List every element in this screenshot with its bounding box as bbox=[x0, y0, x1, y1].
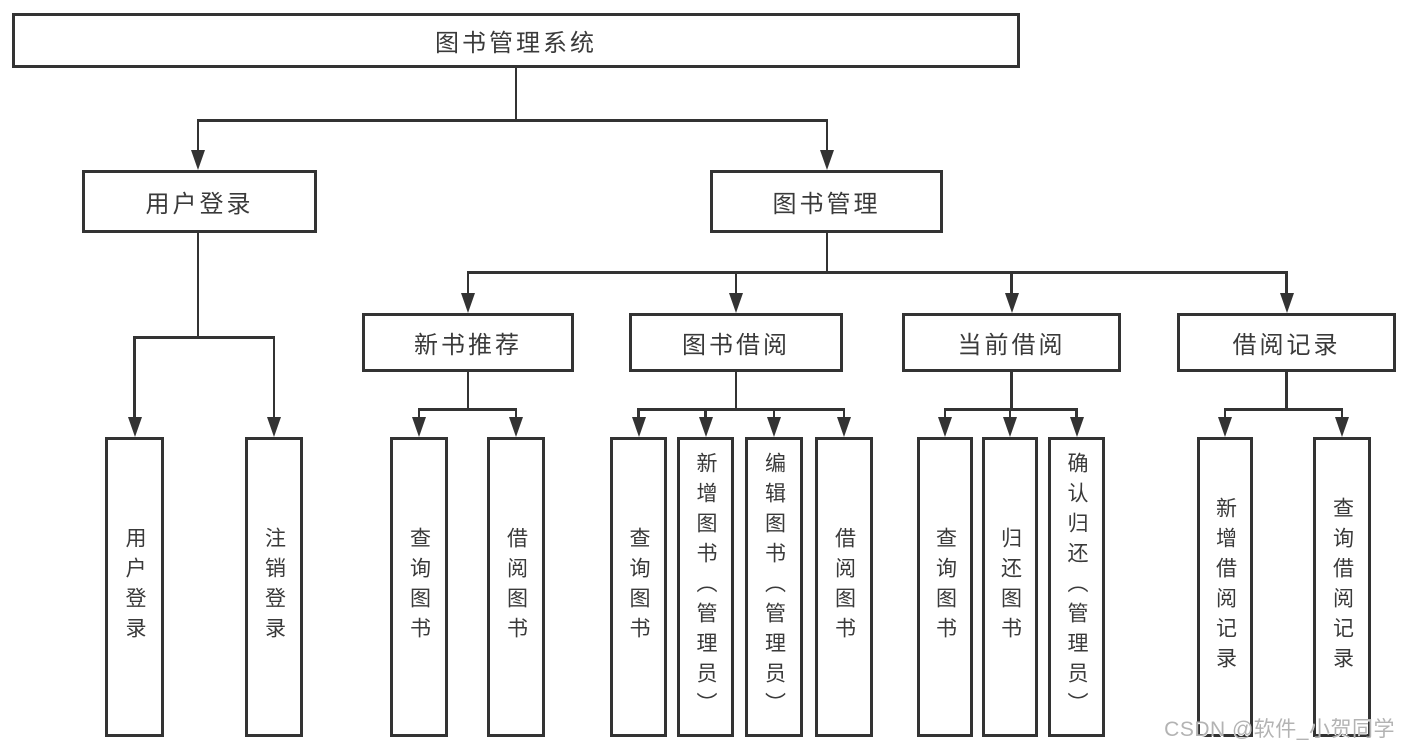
node-label: 注销登录 bbox=[262, 527, 286, 647]
connector bbox=[1285, 271, 1288, 297]
node-label: 归还图书 bbox=[998, 527, 1022, 647]
connector bbox=[514, 408, 518, 422]
arrowhead-down-icon bbox=[1004, 293, 1019, 313]
node-label: 查询借阅记录 bbox=[1330, 497, 1354, 677]
arrowhead-down-icon bbox=[837, 417, 851, 437]
arrowhead-down-icon bbox=[461, 293, 475, 313]
connector bbox=[196, 233, 200, 338]
node-label: 用户登录 bbox=[145, 191, 254, 218]
arrowhead-down-icon bbox=[1003, 417, 1017, 437]
leaf-query-books-current: 查询图书 bbox=[917, 437, 973, 737]
node-label: 编辑图书（管理员） bbox=[762, 452, 786, 722]
connector bbox=[637, 408, 640, 422]
arrowhead-down-icon bbox=[631, 417, 646, 437]
connector bbox=[734, 372, 738, 410]
connector bbox=[704, 408, 707, 422]
connector bbox=[466, 271, 1288, 274]
node-label: 新增图书（管理员） bbox=[694, 452, 717, 722]
node-label: 当前借阅 bbox=[957, 332, 1066, 359]
arrowhead-down-icon bbox=[1279, 293, 1294, 313]
node-label: 查询图书 bbox=[407, 527, 431, 647]
node-new-book-recommendation: 新书推荐 bbox=[362, 313, 574, 372]
connector bbox=[825, 233, 829, 273]
arrowhead-down-icon bbox=[767, 417, 781, 437]
leaf-query-books-borrow: 查询图书 bbox=[610, 437, 667, 737]
arrowhead-down-icon bbox=[509, 417, 523, 437]
node-label: 借阅记录 bbox=[1232, 332, 1341, 359]
node-label: 图书管理 bbox=[772, 191, 881, 218]
connector bbox=[1008, 408, 1012, 422]
arrowhead-down-icon bbox=[191, 150, 205, 170]
connector bbox=[943, 408, 947, 422]
connector bbox=[133, 336, 136, 420]
connector bbox=[842, 408, 846, 422]
node-label: 图书管理系统 bbox=[435, 30, 597, 57]
leaf-user-login: 用户登录 bbox=[105, 437, 164, 737]
csdn-watermark: CSDN @软件_小贺同学 bbox=[1164, 718, 1395, 741]
connector bbox=[196, 119, 200, 153]
connector bbox=[772, 408, 776, 422]
node-book-borrowing: 图书借阅 bbox=[629, 313, 843, 372]
node-label: 查询图书 bbox=[933, 527, 957, 647]
connector bbox=[133, 336, 276, 339]
connector bbox=[825, 119, 829, 153]
leaf-return-books: 归还图书 bbox=[982, 437, 1038, 737]
connector bbox=[466, 271, 470, 297]
node-label: 新增借阅记录 bbox=[1213, 497, 1237, 677]
leaf-logout: 注销登录 bbox=[245, 437, 303, 737]
connector bbox=[466, 372, 470, 410]
node-label: 查询图书 bbox=[627, 527, 650, 647]
arrowhead-down-icon bbox=[698, 417, 713, 437]
connector bbox=[514, 67, 518, 121]
connector bbox=[637, 408, 846, 411]
node-borrowing-records: 借阅记录 bbox=[1177, 313, 1396, 372]
arrowhead-down-icon bbox=[729, 293, 743, 313]
node-book-management: 图书管理 bbox=[710, 170, 943, 233]
connector bbox=[272, 336, 276, 420]
node-label: 确认归还（管理员） bbox=[1065, 452, 1088, 722]
leaf-query-books-recommend: 查询图书 bbox=[390, 437, 448, 737]
connector bbox=[1223, 408, 1344, 411]
leaf-borrow-books: 借阅图书 bbox=[815, 437, 873, 737]
arrowhead-down-icon bbox=[1335, 417, 1349, 437]
arrowhead-down-icon bbox=[127, 417, 142, 437]
leaf-edit-books-admin: 编辑图书（管理员） bbox=[745, 437, 803, 737]
connector bbox=[1010, 271, 1013, 297]
connector bbox=[417, 408, 518, 411]
leaf-confirm-return-admin: 确认归还（管理员） bbox=[1048, 437, 1105, 737]
node-user-login: 用户登录 bbox=[82, 170, 317, 233]
connector bbox=[1075, 408, 1078, 422]
arrowhead-down-icon bbox=[1069, 417, 1084, 437]
leaf-add-books-admin: 新增图书（管理员） bbox=[677, 437, 734, 737]
node-label: 借阅图书 bbox=[832, 527, 856, 647]
arrowhead-down-icon bbox=[267, 417, 281, 437]
arrowhead-down-icon bbox=[938, 417, 952, 437]
node-label: 借阅图书 bbox=[504, 527, 528, 647]
leaf-query-borrow-record: 查询借阅记录 bbox=[1313, 437, 1371, 737]
connector bbox=[1010, 372, 1013, 410]
arrowhead-down-icon bbox=[1218, 417, 1232, 437]
connector bbox=[734, 271, 738, 297]
arrowhead-down-icon bbox=[820, 150, 834, 170]
leaf-add-borrow-record: 新增借阅记录 bbox=[1197, 437, 1253, 737]
node-label: 新书推荐 bbox=[414, 332, 522, 359]
leaf-borrow-books-recommend: 借阅图书 bbox=[487, 437, 545, 737]
connector bbox=[1223, 408, 1227, 422]
connector bbox=[417, 408, 421, 422]
connector bbox=[1285, 372, 1288, 410]
node-current-borrowing: 当前借阅 bbox=[902, 313, 1121, 372]
node-root-system: 图书管理系统 bbox=[12, 13, 1020, 68]
connector bbox=[1340, 408, 1344, 422]
node-label: 图书借阅 bbox=[682, 332, 790, 359]
node-label: 用户登录 bbox=[123, 527, 146, 647]
connector bbox=[196, 119, 829, 122]
arrowhead-down-icon bbox=[412, 417, 426, 437]
